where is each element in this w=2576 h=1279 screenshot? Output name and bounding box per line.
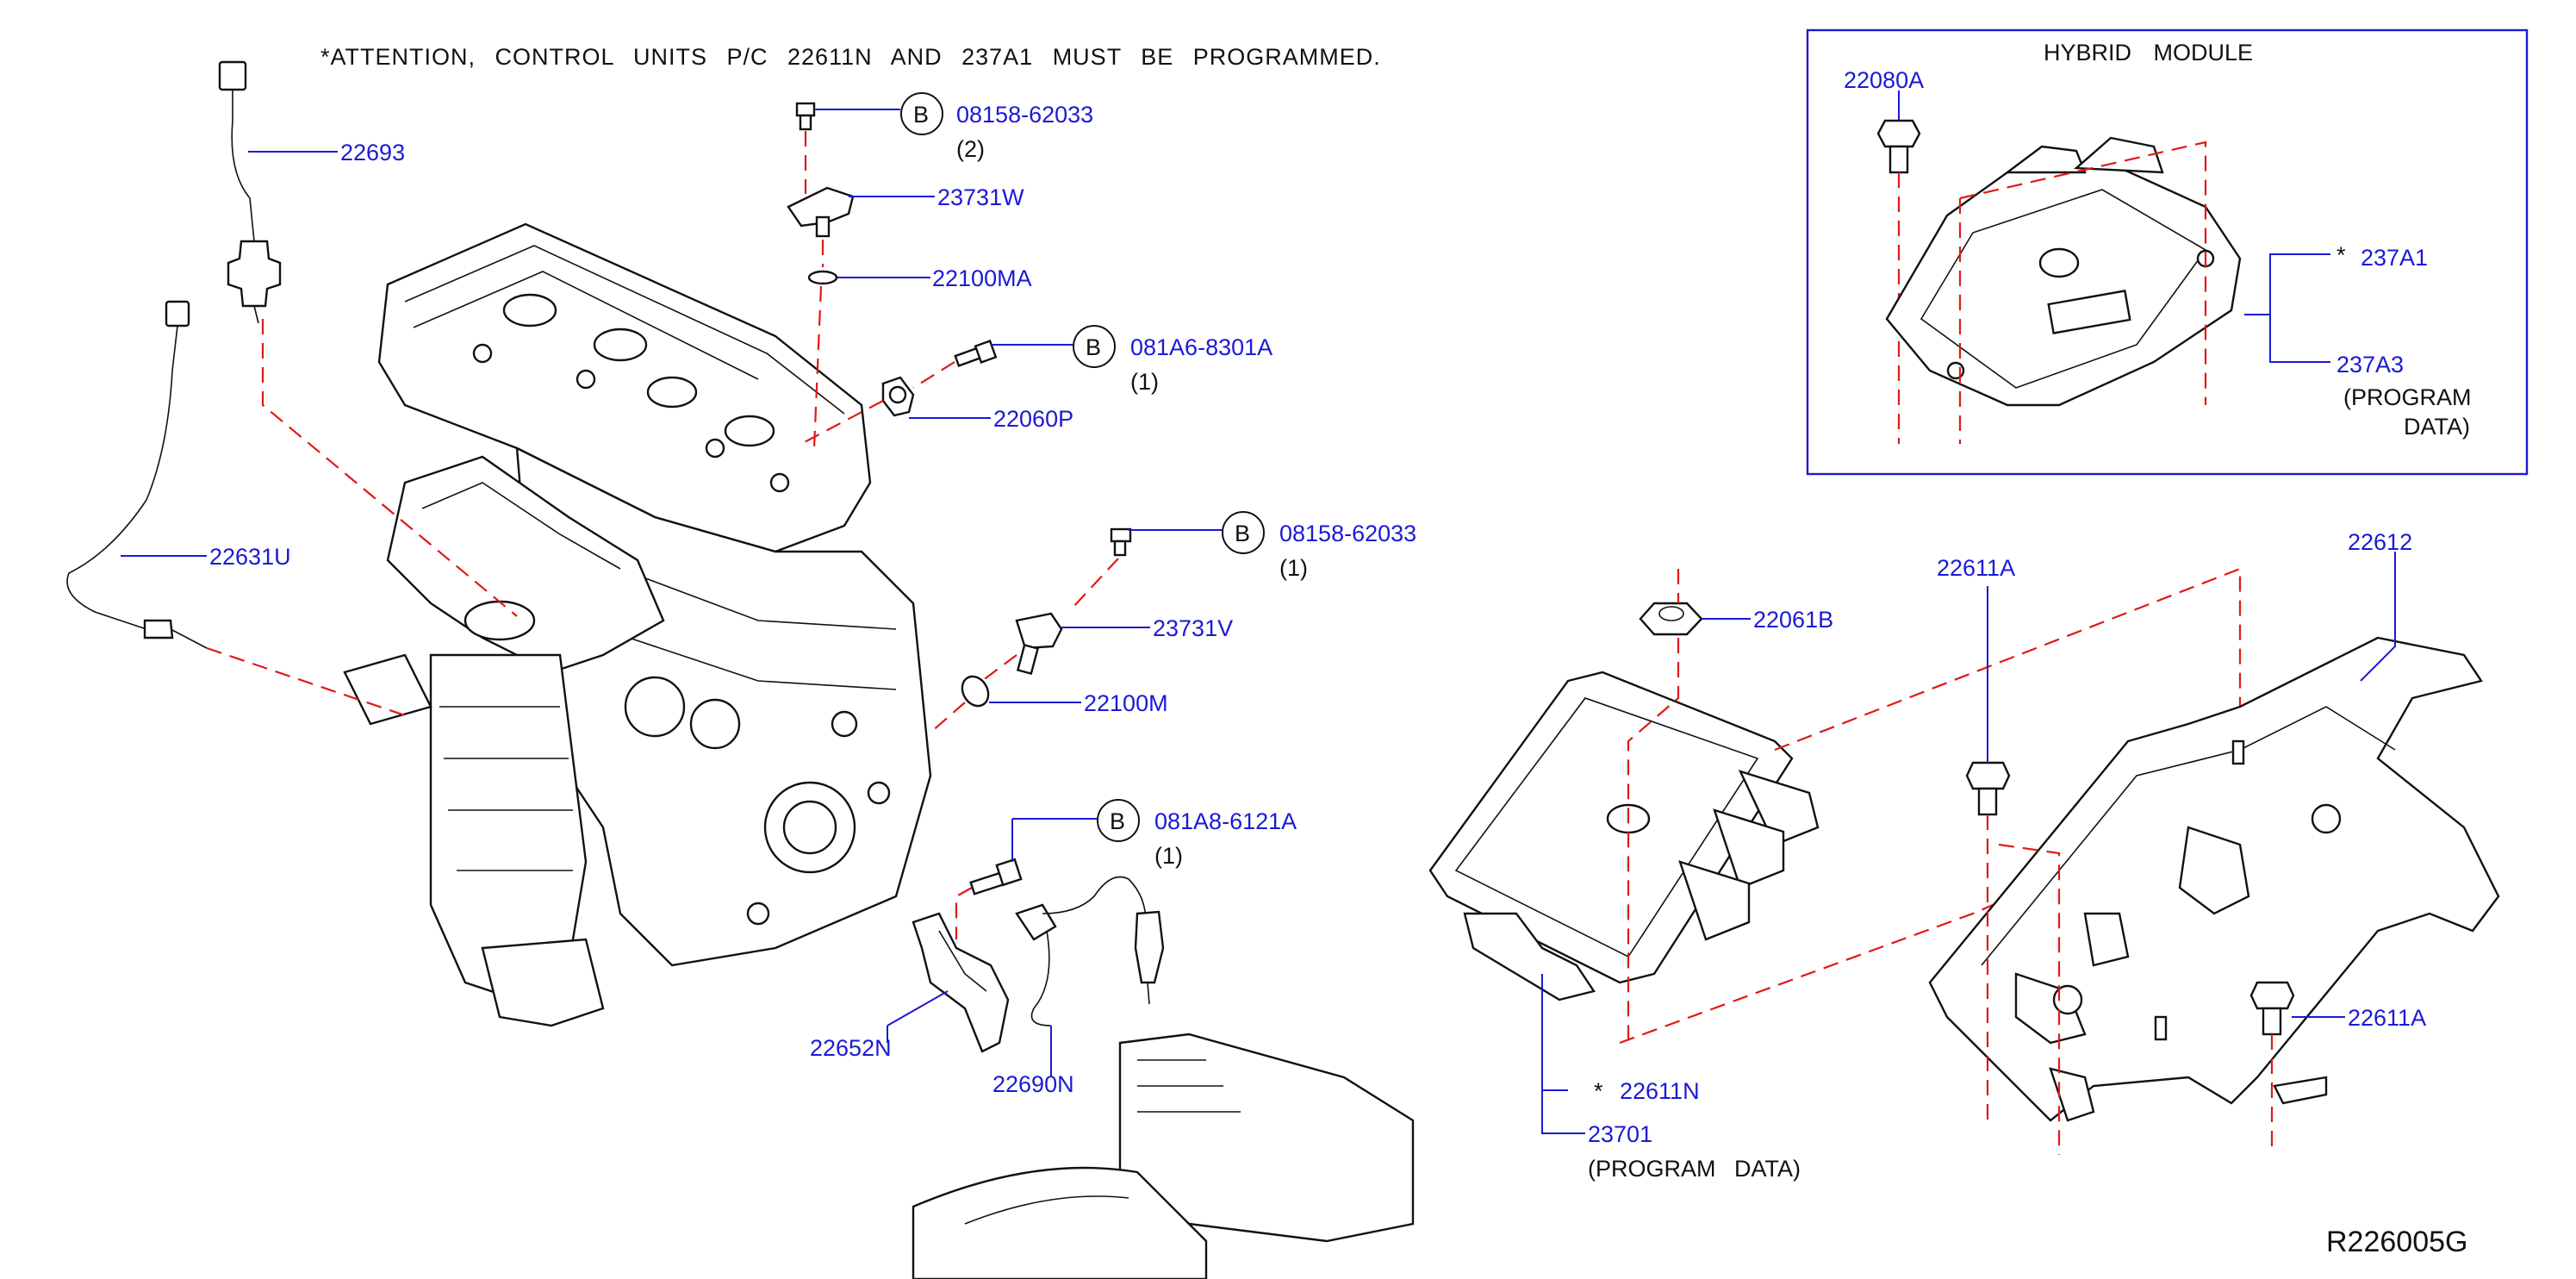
badge-b-mid-text: B: [1235, 521, 1250, 546]
dash-08158-mid: [1072, 558, 1119, 608]
bolt-08158-top[interactable]: [795, 102, 816, 131]
label-237A3[interactable]: 237A3: [2336, 352, 2404, 377]
knock-sensor-22060P[interactable]: [881, 376, 915, 417]
oxygen-sensor-22690N[interactable]: [1015, 876, 1165, 1026]
qty-08158-top: (2): [956, 136, 985, 162]
oxygen-sensor-22693[interactable]: [218, 60, 282, 324]
label-22080A[interactable]: 22080A: [1844, 67, 1924, 93]
o-ring-22100MA[interactable]: [807, 270, 838, 285]
label-081A6[interactable]: 081A6-8301A: [1130, 334, 1272, 360]
badge-b-top-text: B: [913, 102, 929, 128]
dash-22100MA: [812, 285, 823, 449]
label-23731V[interactable]: 23731V: [1153, 615, 1233, 641]
bolt-081A8[interactable]: [969, 858, 1023, 895]
label-22100M[interactable]: 22100M: [1084, 690, 1168, 716]
label-22631U[interactable]: 22631U: [209, 544, 291, 570]
dash-22693: [261, 319, 518, 617]
crank-sensor-23731V[interactable]: [1015, 612, 1063, 676]
leader-22652N: [887, 990, 949, 1026]
label-23731W[interactable]: 23731W: [937, 184, 1024, 210]
qty-081A8: (1): [1154, 843, 1183, 869]
o-ring-22100M[interactable]: [957, 671, 993, 710]
dash-237A1-right: [1959, 140, 2207, 405]
bolt-081A6[interactable]: [954, 339, 998, 367]
leader-237A1-237A3: [2244, 253, 2330, 363]
label-22061B[interactable]: 22061B: [1753, 607, 1833, 633]
label-08158-top[interactable]: 08158-62033: [956, 102, 1093, 128]
badge-b-081A8-text: B: [1110, 808, 1125, 834]
air-duct: [912, 1033, 1415, 1279]
label-22652N[interactable]: 22652N: [810, 1035, 892, 1061]
asterisk-22611N: *: [1594, 1078, 1603, 1104]
badge-b-top: [900, 92, 943, 135]
badge-b-mid: [1222, 511, 1265, 554]
reference-code: R226005G: [2326, 1226, 2467, 1258]
label-08158-mid[interactable]: 08158-62033: [1279, 521, 1416, 546]
label-23701[interactable]: 23701: [1588, 1121, 1652, 1147]
badge-b-081A6: [1073, 325, 1116, 368]
bolt-08158-mid[interactable]: [1110, 527, 1132, 557]
bracket-22612[interactable]: [1928, 636, 2500, 1122]
hybrid-ecm-237A1[interactable]: [1885, 136, 2242, 407]
qty-08158-mid: (1): [1279, 555, 1308, 581]
temp-sensor-22631U[interactable]: [66, 300, 208, 649]
leader-22612: [2360, 552, 2396, 682]
dash-ecm-to-bracket-top: [1774, 567, 2242, 752]
label-22611A-right[interactable]: 22611A: [2348, 1005, 2426, 1031]
label-22611N[interactable]: 22611N: [1620, 1078, 1700, 1104]
dash-22100M: [930, 654, 1017, 733]
bolt-22611A-right[interactable]: [2249, 981, 2295, 1036]
hybrid-module-title: HYBRID MODULE: [2044, 40, 2253, 66]
dash-081A8: [955, 887, 973, 939]
dash-22611A-top-b: [1998, 843, 2061, 1155]
attention-note: *ATTENTION, CONTROL UNITS P/C 22611N AND…: [320, 44, 1381, 70]
bolt-22080A[interactable]: [1876, 119, 1921, 174]
hybrid-module-box: [1806, 28, 2529, 476]
nut-22061B[interactable]: [1639, 602, 1703, 636]
label-22693[interactable]: 22693: [340, 140, 405, 165]
dash-22631U: [206, 646, 406, 717]
program-line-1: (PROGRAM: [2343, 384, 2472, 410]
dash-22060P: [800, 361, 955, 445]
badge-b-081A6-text: B: [1086, 334, 1101, 360]
label-22690N[interactable]: 22690N: [992, 1071, 1074, 1097]
cam-sensor-23731W[interactable]: [787, 186, 855, 238]
label-22611A-top[interactable]: 22611A: [1937, 555, 2015, 581]
badge-b-081A8: [1097, 799, 1140, 842]
qty-081A6: (1): [1130, 369, 1159, 395]
bolt-22611A-top[interactable]: [1965, 761, 2011, 816]
leader-23701: [1541, 1090, 1585, 1134]
program-data-23701: (PROGRAM DATA): [1588, 1156, 1801, 1182]
label-237A1[interactable]: 237A1: [2361, 245, 2428, 271]
label-081A8[interactable]: 081A8-6121A: [1154, 808, 1297, 834]
label-22100MA[interactable]: 22100MA: [932, 265, 1032, 291]
program-line-2: DATA): [2404, 414, 2470, 440]
label-22060P[interactable]: 22060P: [993, 406, 1073, 432]
ecm-22611N[interactable]: [1428, 671, 1820, 1001]
dash-22061B: [1627, 569, 1680, 1043]
asterisk-237A1: *: [2336, 242, 2346, 268]
engine-assembly: [343, 222, 932, 1027]
bracket-22652N[interactable]: [912, 912, 1010, 1053]
label-22612[interactable]: 22612: [2348, 529, 2412, 555]
